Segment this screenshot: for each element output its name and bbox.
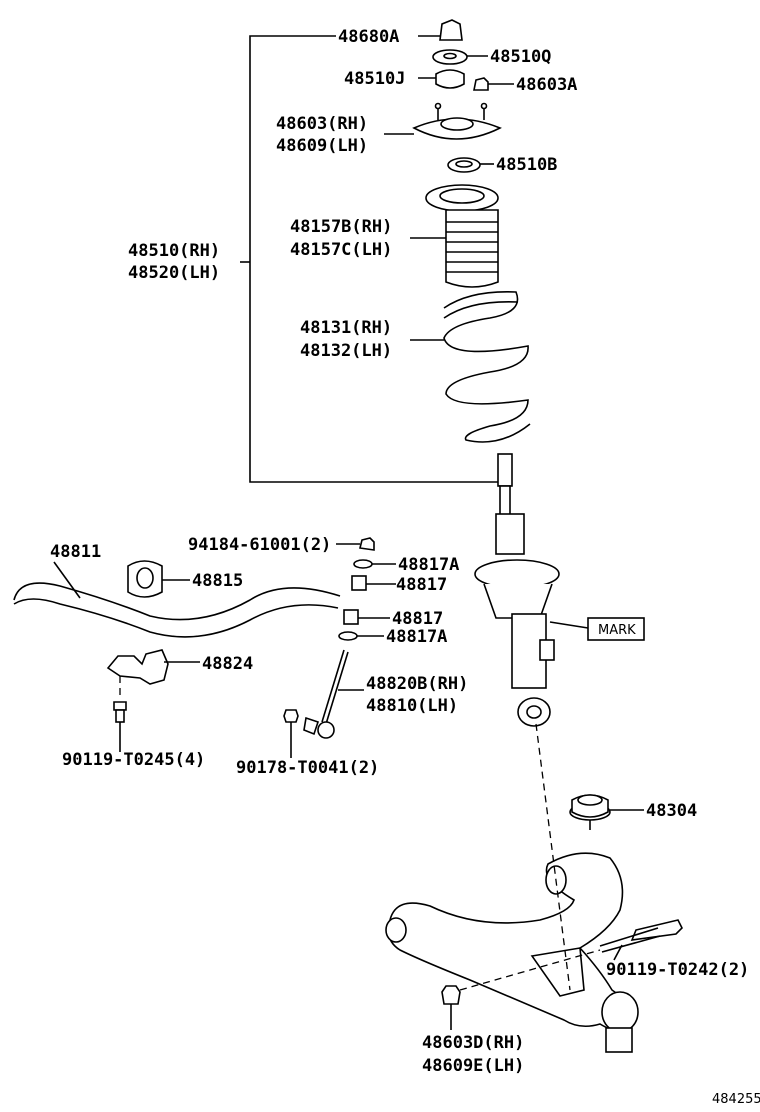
part-48824-bracket[interactable] <box>106 649 200 685</box>
label-48603-rh: 48603(RH) <box>276 114 368 134</box>
label-48817A-top: 48817A <box>398 555 459 575</box>
label-48603D-rh: 48603D(RH) <box>422 1033 524 1053</box>
label-94184-61001: 94184-61001(2) <box>188 535 331 555</box>
label-90119-T0242: 90119-T0242(2) <box>606 960 749 980</box>
part-94184-61001-nut[interactable] <box>336 537 375 551</box>
part-48817A-retainer-bottom[interactable] <box>338 631 384 641</box>
part-48603-support[interactable] <box>384 102 502 140</box>
label-48820B-rh: 48820B(RH) <box>366 674 468 694</box>
part-48820B-stabilizer-link[interactable] <box>303 649 364 739</box>
label-48609-lh: 48609(LH) <box>276 136 368 156</box>
mark-box: MARK <box>587 617 645 641</box>
part-90119-T0242-bolt[interactable] <box>599 919 683 961</box>
part-48815-bushing[interactable] <box>127 560 190 598</box>
label-48817-top: 48817 <box>396 575 447 595</box>
label-48810-lh: 48810(LH) <box>366 696 458 716</box>
label-48510J: 48510J <box>344 69 405 89</box>
part-48817A-retainer-top[interactable] <box>353 559 396 569</box>
part-48304-bushing[interactable] <box>569 794 644 830</box>
part-48510J-cushion[interactable] <box>418 69 465 89</box>
label-48157B-rh: 48157B(RH) <box>290 217 392 237</box>
strut-alignment-line <box>535 723 571 991</box>
part-48817-cushion-bottom[interactable] <box>343 609 390 625</box>
part-48603D-nut[interactable] <box>441 985 461 1030</box>
part-48131-coil-spring[interactable] <box>410 291 531 443</box>
mark-label: MARK <box>598 623 636 638</box>
label-48510B: 48510B <box>496 155 557 175</box>
label-48811: 48811 <box>50 542 101 562</box>
label-48132-lh: 48132(LH) <box>300 341 392 361</box>
part-lower-suspension-arm[interactable] <box>385 852 639 1053</box>
part-48603A-nut[interactable] <box>473 77 514 91</box>
part-48510B-bearing[interactable] <box>447 157 494 173</box>
label-48824: 48824 <box>202 654 253 674</box>
label-48510-rh: 48510(RH) <box>128 241 220 261</box>
diagram-id: 484255 <box>712 1092 760 1107</box>
part-48510-shock-absorber[interactable] <box>474 453 589 727</box>
label-48815: 48815 <box>192 571 243 591</box>
label-48603A: 48603A <box>516 75 577 95</box>
label-48817A-bottom: 48817A <box>386 627 447 647</box>
part-48811-stabilizer-bar[interactable] <box>13 561 341 638</box>
part-48817-cushion-top[interactable] <box>351 575 396 591</box>
part-90119-T0245-bolt[interactable] <box>113 676 127 752</box>
label-90119-T0245: 90119-T0245(4) <box>62 750 205 770</box>
label-90178-T0041: 90178-T0041(2) <box>236 758 379 778</box>
label-48157C-lh: 48157C(LH) <box>290 240 392 260</box>
label-48304: 48304 <box>646 801 697 821</box>
part-48680A-nut[interactable] <box>418 19 463 41</box>
part-90178-T0041-nut[interactable] <box>283 709 299 758</box>
label-48680A: 48680A <box>338 27 399 47</box>
label-48520-lh: 48520(LH) <box>128 263 220 283</box>
label-48131-rh: 48131(RH) <box>300 318 392 338</box>
label-48817-bottom: 48817 <box>392 609 443 629</box>
label-48609E-lh: 48609E(LH) <box>422 1056 524 1076</box>
label-48510Q: 48510Q <box>490 47 551 67</box>
part-48510Q-washer[interactable] <box>432 49 488 65</box>
part-48157-bump-stopper[interactable] <box>410 184 499 288</box>
assembly-bracket <box>249 35 500 483</box>
